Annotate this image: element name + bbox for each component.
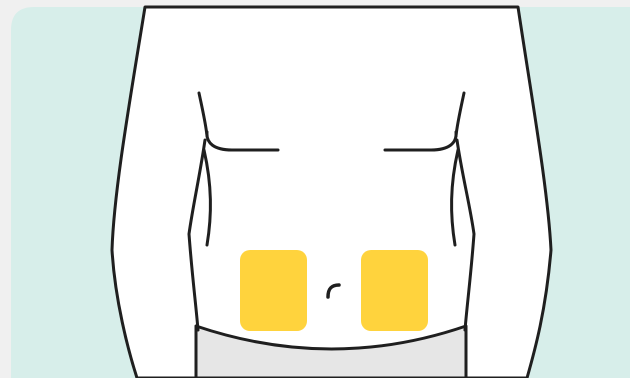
torso-body [112,7,551,378]
patch-right [361,250,428,331]
patch-left [240,250,307,331]
